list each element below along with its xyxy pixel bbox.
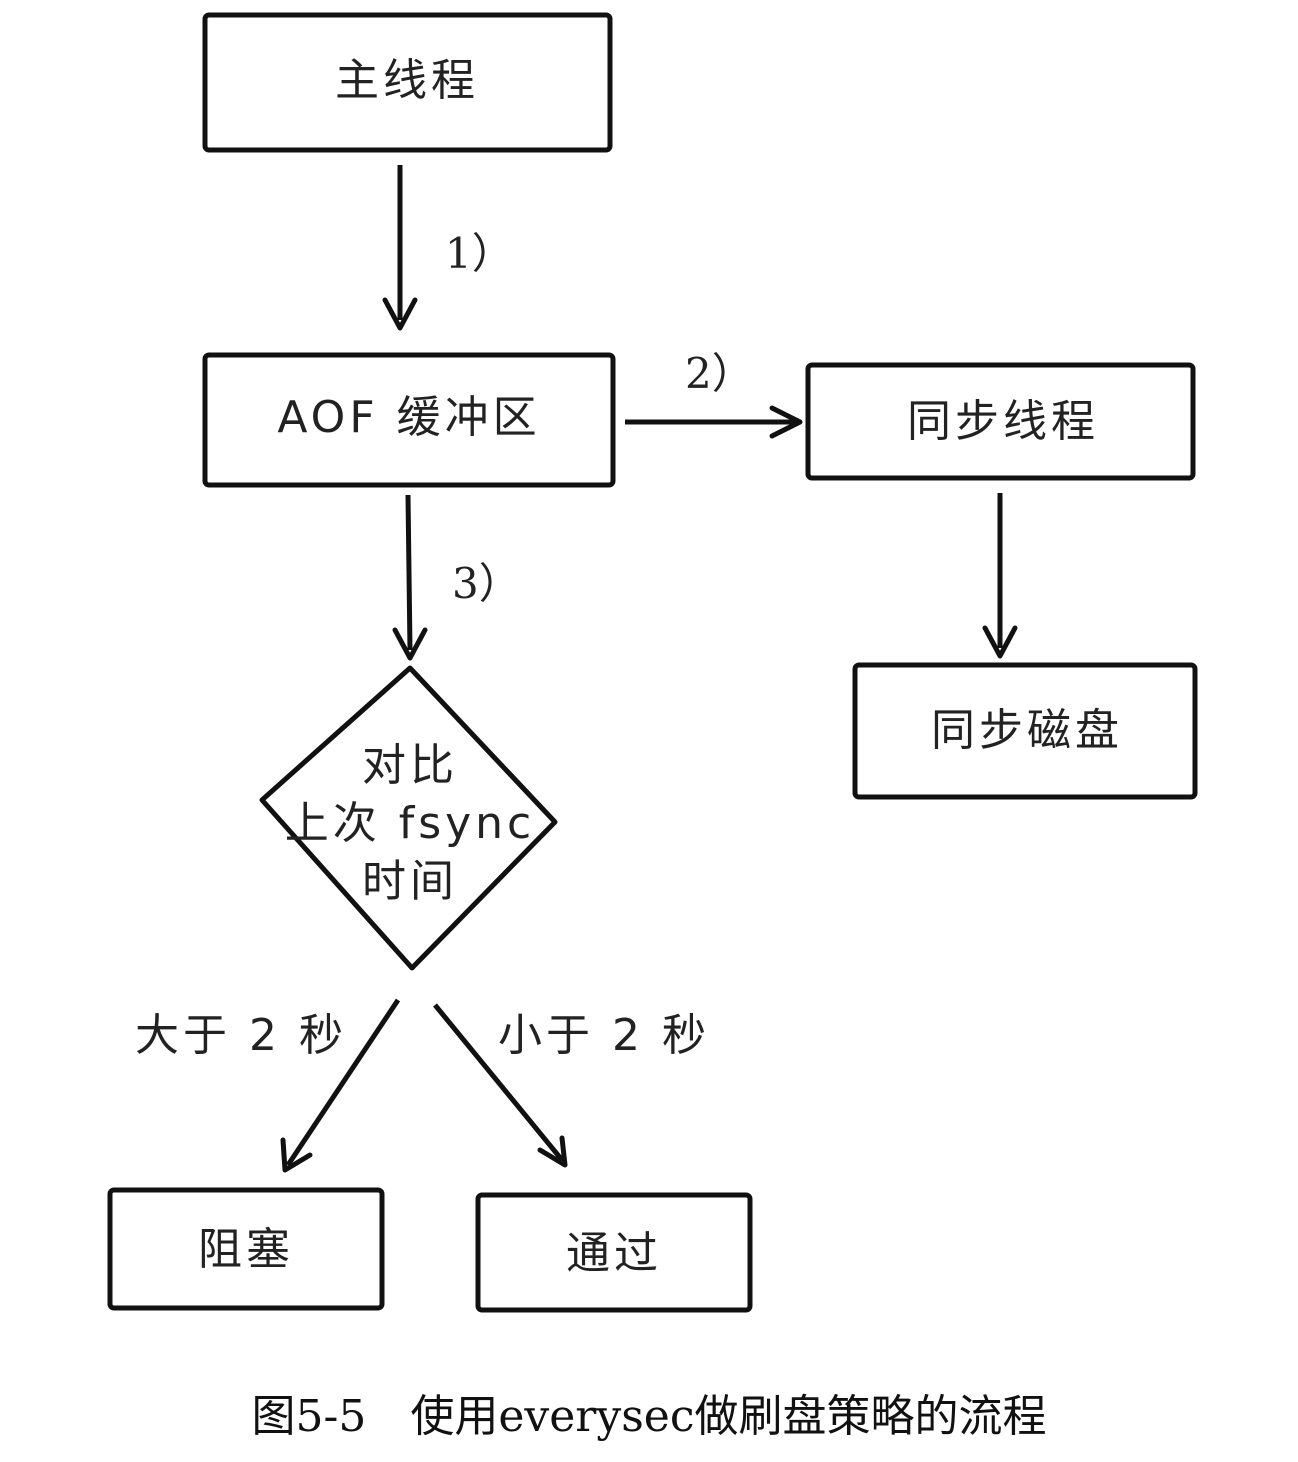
step2-label: 2） — [685, 349, 754, 398]
pass-node: 通过 — [475, 1192, 753, 1313]
edge-main-to-aof: 1） — [382, 165, 514, 331]
decision-line2: 上次 fsync — [285, 798, 536, 849]
sync-thread-node: 同步线程 — [805, 362, 1196, 481]
main-thread-label: 主线程 — [335, 55, 479, 106]
decision-line1: 对比 — [362, 740, 458, 791]
aof-buffer-label: AOF 缓冲区 — [277, 392, 540, 443]
block-label: 阻塞 — [198, 1224, 294, 1275]
decision-node: 对比 上次 fsync 时间 — [259, 665, 558, 971]
lt2s-label: 小于 2 秒 — [498, 1010, 710, 1061]
edge-decision-to-block: 大于 2 秒 — [135, 998, 401, 1173]
edge-aof-to-decision: 3） — [392, 494, 521, 661]
decision-line3: 时间 — [362, 856, 458, 907]
sync-disk-node: 同步磁盘 — [852, 662, 1198, 800]
main-thread-node: 主线程 — [202, 12, 613, 153]
pass-label: 通过 — [566, 1228, 662, 1279]
flowchart: 主线程 1） AOF 缓冲区 2） 同步线程 同步磁盘 3） 对 — [107, 12, 1198, 1313]
aof-buffer-node: AOF 缓冲区 — [202, 352, 616, 488]
sync-thread-label: 同步线程 — [907, 396, 1099, 447]
gt2s-label: 大于 2 秒 — [135, 1010, 347, 1061]
step1-label: 1） — [445, 229, 514, 278]
step3-label: 3） — [452, 559, 521, 608]
sync-disk-label: 同步磁盘 — [931, 705, 1123, 756]
edge-aof-to-sync-thread: 2） — [625, 349, 803, 439]
figure-caption: 图5-5 使用everysec做刷盘策略的流程 — [251, 1391, 1047, 1442]
edge-decision-to-pass: 小于 2 秒 — [433, 1003, 710, 1168]
edge-sync-thread-to-disk — [982, 493, 1018, 659]
block-node: 阻塞 — [107, 1187, 385, 1311]
